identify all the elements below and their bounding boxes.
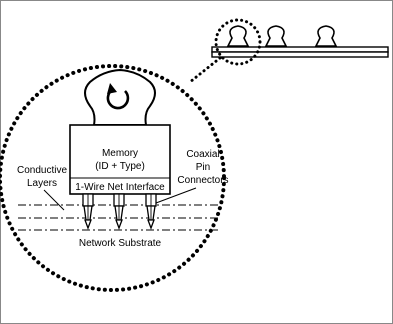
coaxial-pin — [82, 193, 94, 230]
mini-device — [314, 25, 338, 47]
coaxial-label-line3: Connectors — [177, 175, 228, 186]
mini-device — [226, 25, 250, 47]
coaxial-leader — [155, 187, 197, 204]
mini-device — [264, 25, 288, 47]
rotate-arrow-icon — [106, 83, 130, 110]
mini-board — [211, 25, 389, 58]
substrate-label: Network Substrate — [79, 238, 162, 249]
magnifier-small-circle — [214, 18, 262, 66]
device-cap — [84, 68, 156, 126]
magnified-view-circle — [0, 64, 226, 292]
coaxial-pin — [113, 193, 125, 230]
coaxial-pin — [145, 193, 157, 230]
device-body — [69, 124, 171, 195]
interface-label: 1-Wire Net Interface — [75, 182, 165, 193]
memory-label: Memory — [102, 148, 138, 159]
id-type-label: (ID + Type) — [95, 161, 145, 172]
coaxial-label-line2: Pin — [196, 162, 210, 173]
conductive-label-line2: Layers — [27, 178, 57, 189]
zoom-connector-line — [188, 56, 222, 84]
coaxial-label-line1: Coaxial — [186, 149, 219, 160]
conductive-leader — [43, 189, 65, 211]
conductive-label-line1: Conductive — [17, 165, 67, 176]
